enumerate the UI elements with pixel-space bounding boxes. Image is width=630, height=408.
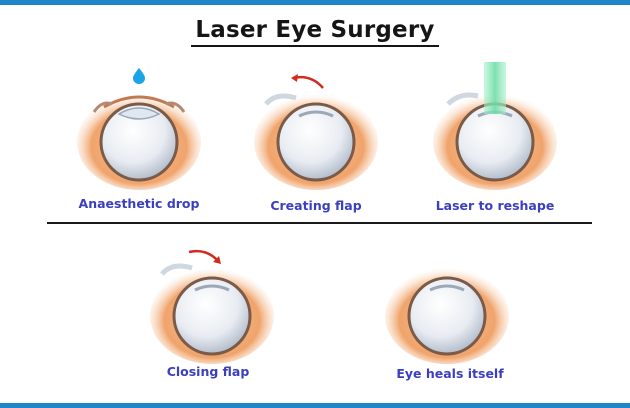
step-closing-flap-illustration — [137, 236, 287, 366]
arrow-icon — [188, 249, 220, 263]
eyelid-left — [92, 101, 113, 113]
flap — [264, 93, 297, 106]
drop-icon — [133, 68, 145, 84]
arrow-icon — [292, 75, 324, 89]
diagram-title: Laser Eye Surgery — [0, 16, 630, 47]
step-label-eye-heals-itself: Eye heals itself — [396, 366, 504, 381]
eyelid-right — [165, 101, 186, 113]
step-label-laser-to-reshape: Laser to reshape — [435, 198, 555, 213]
step-eye-heals-illustration — [372, 236, 522, 366]
bottom-border — [0, 403, 630, 408]
step-label-closing-flap: Closing flap — [166, 364, 250, 379]
step-creating-flap-illustration — [241, 62, 391, 192]
top-border — [0, 0, 630, 5]
step-anaesthetic-drop-illustration — [64, 62, 214, 192]
step-laser-reshape-illustration — [420, 62, 570, 192]
step-label-creating-flap: Creating flap — [270, 198, 362, 213]
step-label-anaesthetic-drop: Anaesthetic drop — [78, 196, 200, 211]
laser-beam — [484, 62, 506, 114]
section-divider — [47, 222, 592, 224]
